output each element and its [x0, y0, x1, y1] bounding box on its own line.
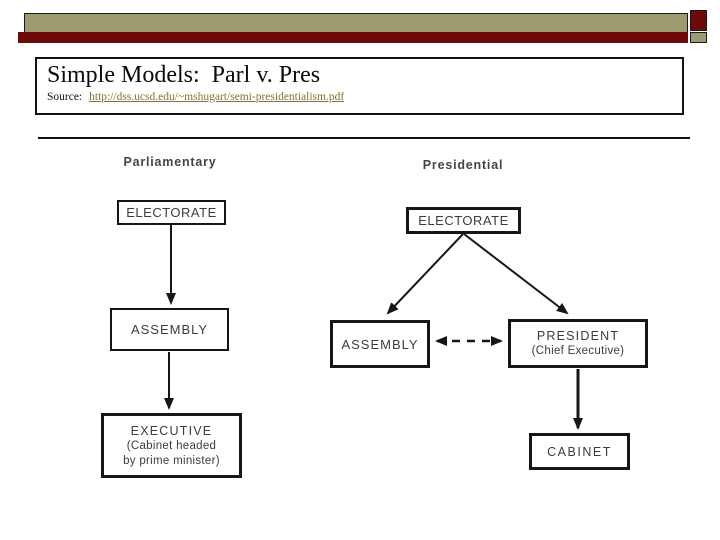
- node-label: EXECUTIVE: [130, 424, 213, 438]
- parliamentary-heading: Parliamentary: [123, 155, 217, 169]
- node-label: ELECTORATE: [418, 213, 509, 228]
- presidential-heading: Presidential: [422, 158, 504, 172]
- page-title: Simple Models: Parl v. Pres: [47, 62, 321, 88]
- source-label: Source:: [47, 90, 83, 103]
- node-label: ASSEMBLY: [341, 336, 419, 352]
- node-sublabel: (Cabinet headed: [126, 440, 217, 453]
- divider-line: [38, 137, 690, 139]
- node-parl-assembly: ASSEMBLY: [110, 308, 229, 351]
- source-line: Source: http://dss.ucsd.edu/~mshugart/sem…: [47, 91, 672, 103]
- node-parl-executive: EXECUTIVE (Cabinet headed by prime minis…: [101, 413, 242, 478]
- node-label: ASSEMBLY: [130, 322, 209, 337]
- top-corner-red-square: [690, 10, 707, 31]
- node-pres-electorate: ELECTORATE: [406, 207, 521, 234]
- node-label: PRESIDENT: [536, 329, 620, 344]
- node-sublabel: (Chief Executive): [531, 345, 625, 358]
- node-pres-president: PRESIDENT (Chief Executive): [508, 319, 648, 368]
- node-label: CABINET: [547, 444, 612, 459]
- arrow-pres-electorate-to-president: [463, 233, 569, 315]
- source-link[interactable]: http://dss.ucsd.edu/~mshugart/semi-presi…: [89, 90, 345, 103]
- node-sublabel: by prime minister): [123, 454, 220, 467]
- top-corner-tan-square: [690, 32, 707, 43]
- arrow-pres-electorate-to-assembly: [386, 233, 464, 315]
- node-parl-electorate: ELECTORATE: [117, 200, 226, 225]
- node-pres-cabinet: CABINET: [529, 433, 630, 470]
- title-box: Simple Models: Parl v. Pres Source: http:…: [35, 57, 684, 115]
- node-pres-assembly: ASSEMBLY: [330, 320, 430, 368]
- top-bar-red: [18, 32, 688, 43]
- node-label: ELECTORATE: [126, 205, 217, 220]
